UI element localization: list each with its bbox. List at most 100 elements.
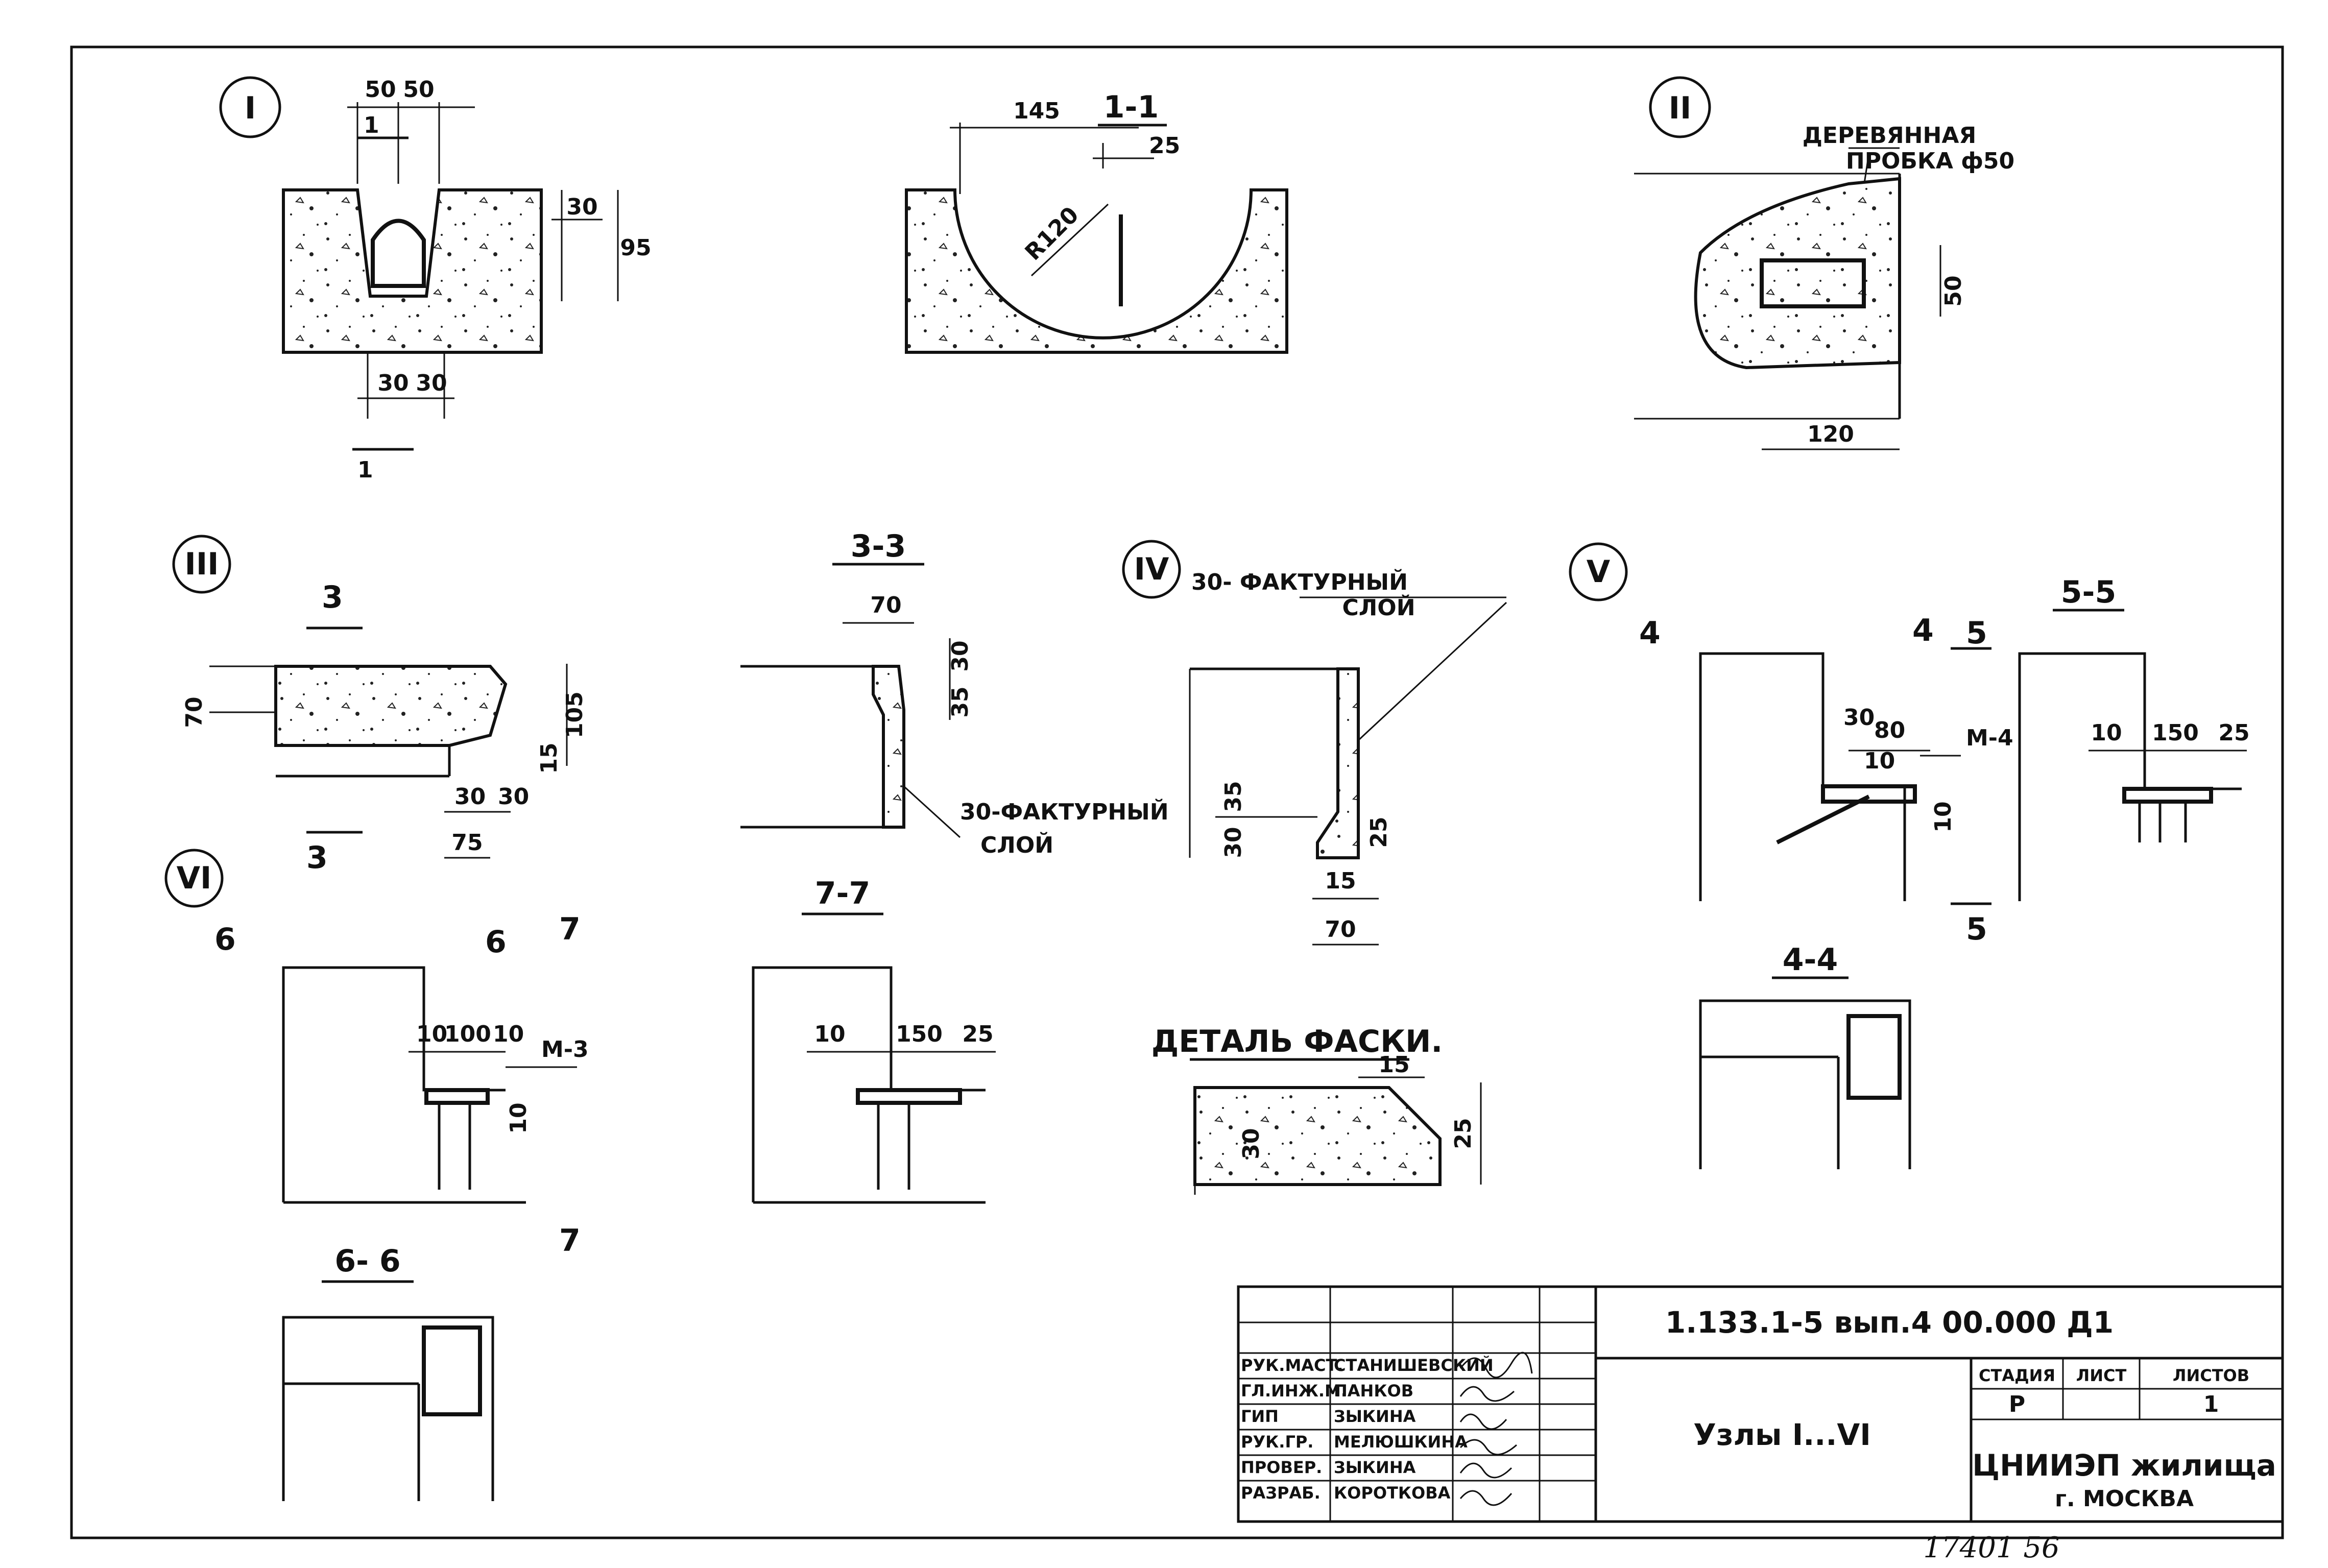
node-1-dim-50b: 50 [403,77,434,103]
node-1-label: I [245,90,256,126]
node-3-dim-30b: 30 [498,784,529,810]
node-4-dim-35: 35 [1220,781,1246,812]
node-3-dim-15: 15 [536,742,562,774]
node-5-dim-80: 80 [1874,717,1905,743]
name-5: ЗЫКИНА [1334,1458,1416,1477]
chamfer-detail: ДЕТАЛЬ ФАСКИ. 15 30 25 [1151,1024,1482,1195]
node-6-cut7-bottom: 7 [559,1223,581,1259]
name-6: КОРОТКОВА [1334,1483,1451,1503]
signature-3 [1459,1413,1507,1430]
node-5-cut5-top: 5 [1966,615,1987,651]
sheet-header: ЛИСТ [2076,1366,2127,1385]
node-6-dim-10c: 10 [506,1102,532,1133]
node-1-cut-bottom: 1 [357,457,373,483]
section-4-4: 4-4 [1699,942,1911,1169]
sheet-frame [70,45,2284,1539]
node-6-label: VI [177,860,212,896]
sheets-value: 1 [2203,1391,2219,1417]
node-2-note-line2: ПРОБКА ф50 [1846,148,2014,174]
section-5-5: 5-5 10 150 25 [2018,574,2250,901]
node-1-dim-30c: 30 [416,370,447,396]
section-7-7-title: 7-7 [815,876,870,911]
title-block: 1.133.1-5 вып.4 00.000 Д1 РУК.МАСТ. ГЛ.И… [1237,1285,2284,1523]
node-6-dim-10b: 10 [493,1021,524,1047]
node-5-embed-label: М-4 [1966,725,2013,751]
node-3-dim-105: 105 [562,691,588,738]
section-3-3-dim-30: 30 [947,640,973,671]
section-5-5-dim-10: 10 [2091,720,2122,746]
node-6-embed-label: М-3 [541,1036,589,1063]
name-4: МЕЛЮШКИНА [1334,1432,1468,1452]
section-1-1-dim-145: 145 [1013,98,1060,124]
node-4-note-line1: 30- ФАКТУРНЫЙ [1191,568,1408,595]
node-6-cut6-right: 6 [485,924,507,960]
node-4-note-line2: СЛОЙ [1342,594,1415,621]
role-1: РУК.МАСТ. [1241,1356,1343,1375]
node-5-cut4-right: 4 [1912,613,1934,648]
node-6-cut7-top: 7 [559,911,581,947]
node-1-dim-50a: 50 [365,77,396,103]
node-1: I 50 50 1 30 95 30 30 1 [219,76,652,483]
section-5-5-title: 5-5 [2061,574,2116,610]
section-5-5-dim-150: 150 [2152,720,2199,746]
sheet-title: Узлы I...VI [1693,1417,1871,1452]
node-5: V 4 4 30 80 10 10 М-4 5 5 [1569,542,2013,947]
node-5-dim-10b: 10 [1930,801,1956,832]
node-3-dim-75: 75 [451,830,483,856]
section-7-7-dim-25: 25 [962,1021,993,1047]
drawing-code: 1.133.1-5 вып.4 00.000 Д1 [1665,1305,2114,1340]
section-4-4-title: 4-4 [1783,942,1838,978]
node-2-label: II [1669,90,1692,126]
section-3-3-note-line2: СЛОЙ [980,831,1053,858]
chamfer-detail-title: ДЕТАЛЬ ФАСКИ. [1151,1024,1443,1059]
signature-5 [1459,1462,1513,1479]
city: г. МОСКВА [2055,1486,2194,1512]
archive-number: 17401 56 [1923,1531,2059,1564]
section-1-1-title: 1-1 [1103,89,1159,125]
node-3: III 3 70 105 15 30 30 75 3 [172,535,588,876]
chamfer-detail-dim-15: 15 [1378,1052,1409,1078]
section-6-6: 6- 6 [282,1243,494,1501]
node-6: VI 6 6 7 7 10 100 10 10 М-3 [164,849,589,1259]
node-4: IV 30- ФАКТУРНЫЙ СЛОЙ 35 30 25 15 70 [1122,540,1507,946]
node-6-cut6-left: 6 [214,922,236,957]
node-1-dim-30b: 30 [377,370,409,396]
node-3-dim-70: 70 [181,696,207,728]
stage-header: СТАДИЯ [1979,1366,2055,1385]
node-3-cut-top: 3 [322,580,343,615]
chamfer-detail-dim-25: 25 [1450,1118,1476,1149]
organization: ЦНИИЭП жилища [1972,1448,2276,1483]
node-6-dim-100: 100 [444,1021,491,1047]
section-3-3-note-line1: 30-ФАКТУРНЫЙ [960,798,1169,825]
name-3: ЗЫКИНА [1334,1407,1416,1426]
section-5-5-dim-25: 25 [2218,720,2249,746]
role-2: ГЛ.ИНЖ.М. [1241,1381,1347,1401]
section-1-1-dim-25: 25 [1149,133,1180,159]
section-3-3: 3-3 70 30 35 30-ФАКТУРНЫЙ СЛОЙ [740,528,1169,858]
node-2-dim-120: 120 [1807,421,1854,447]
node-4-dim-30: 30 [1220,827,1246,858]
name-1: СТАНИШЕВСКИЙ [1334,1356,1494,1375]
node-4-dim-70: 70 [1325,916,1356,943]
signature-1 [1459,1352,1533,1379]
node-3-dim-30a: 30 [454,784,486,810]
role-6: РАЗРАБ. [1241,1483,1321,1503]
section-3-3-dim-35: 35 [947,686,973,717]
node-5-cut4-left: 4 [1639,615,1661,651]
node-5-cut5-bottom: 5 [1966,911,1987,947]
node-4-label: IV [1134,551,1169,587]
node-1-dim-95: 95 [620,235,651,261]
section-6-6-title: 6- 6 [334,1243,400,1279]
node-5-label: V [1587,554,1611,590]
stage-value: Р [2009,1391,2025,1417]
node-3-label: III [185,546,219,582]
section-3-3-dim-70: 70 [870,592,901,618]
signature-6 [1459,1490,1513,1506]
node-3-cut-bottom: 3 [306,840,328,876]
node-5-dim-30: 30 [1843,705,1875,731]
node-6-dim-10a: 10 [416,1021,447,1047]
node-4-dim-15: 15 [1325,868,1356,894]
section-7-7: 7-7 10 150 25 [752,876,996,1204]
node-2: II ДЕРЕВЯННАЯ ПРОБКА ф50 50 120 [1634,76,2014,450]
